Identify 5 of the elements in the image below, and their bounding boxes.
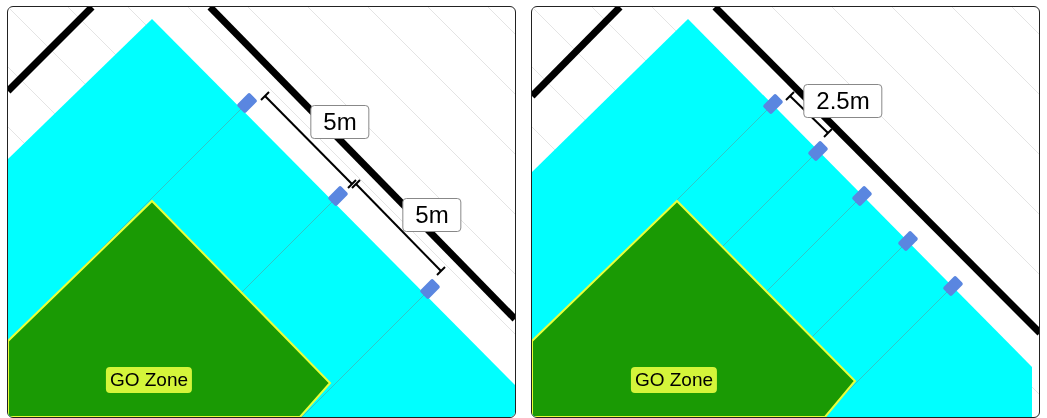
zone-label: GO Zone bbox=[105, 367, 193, 393]
dimension-label: 5m bbox=[310, 105, 370, 139]
dimension-label: 5m bbox=[402, 198, 462, 232]
dimension-label: 2.5m bbox=[803, 84, 883, 118]
zone-label: GO Zone bbox=[630, 367, 718, 393]
